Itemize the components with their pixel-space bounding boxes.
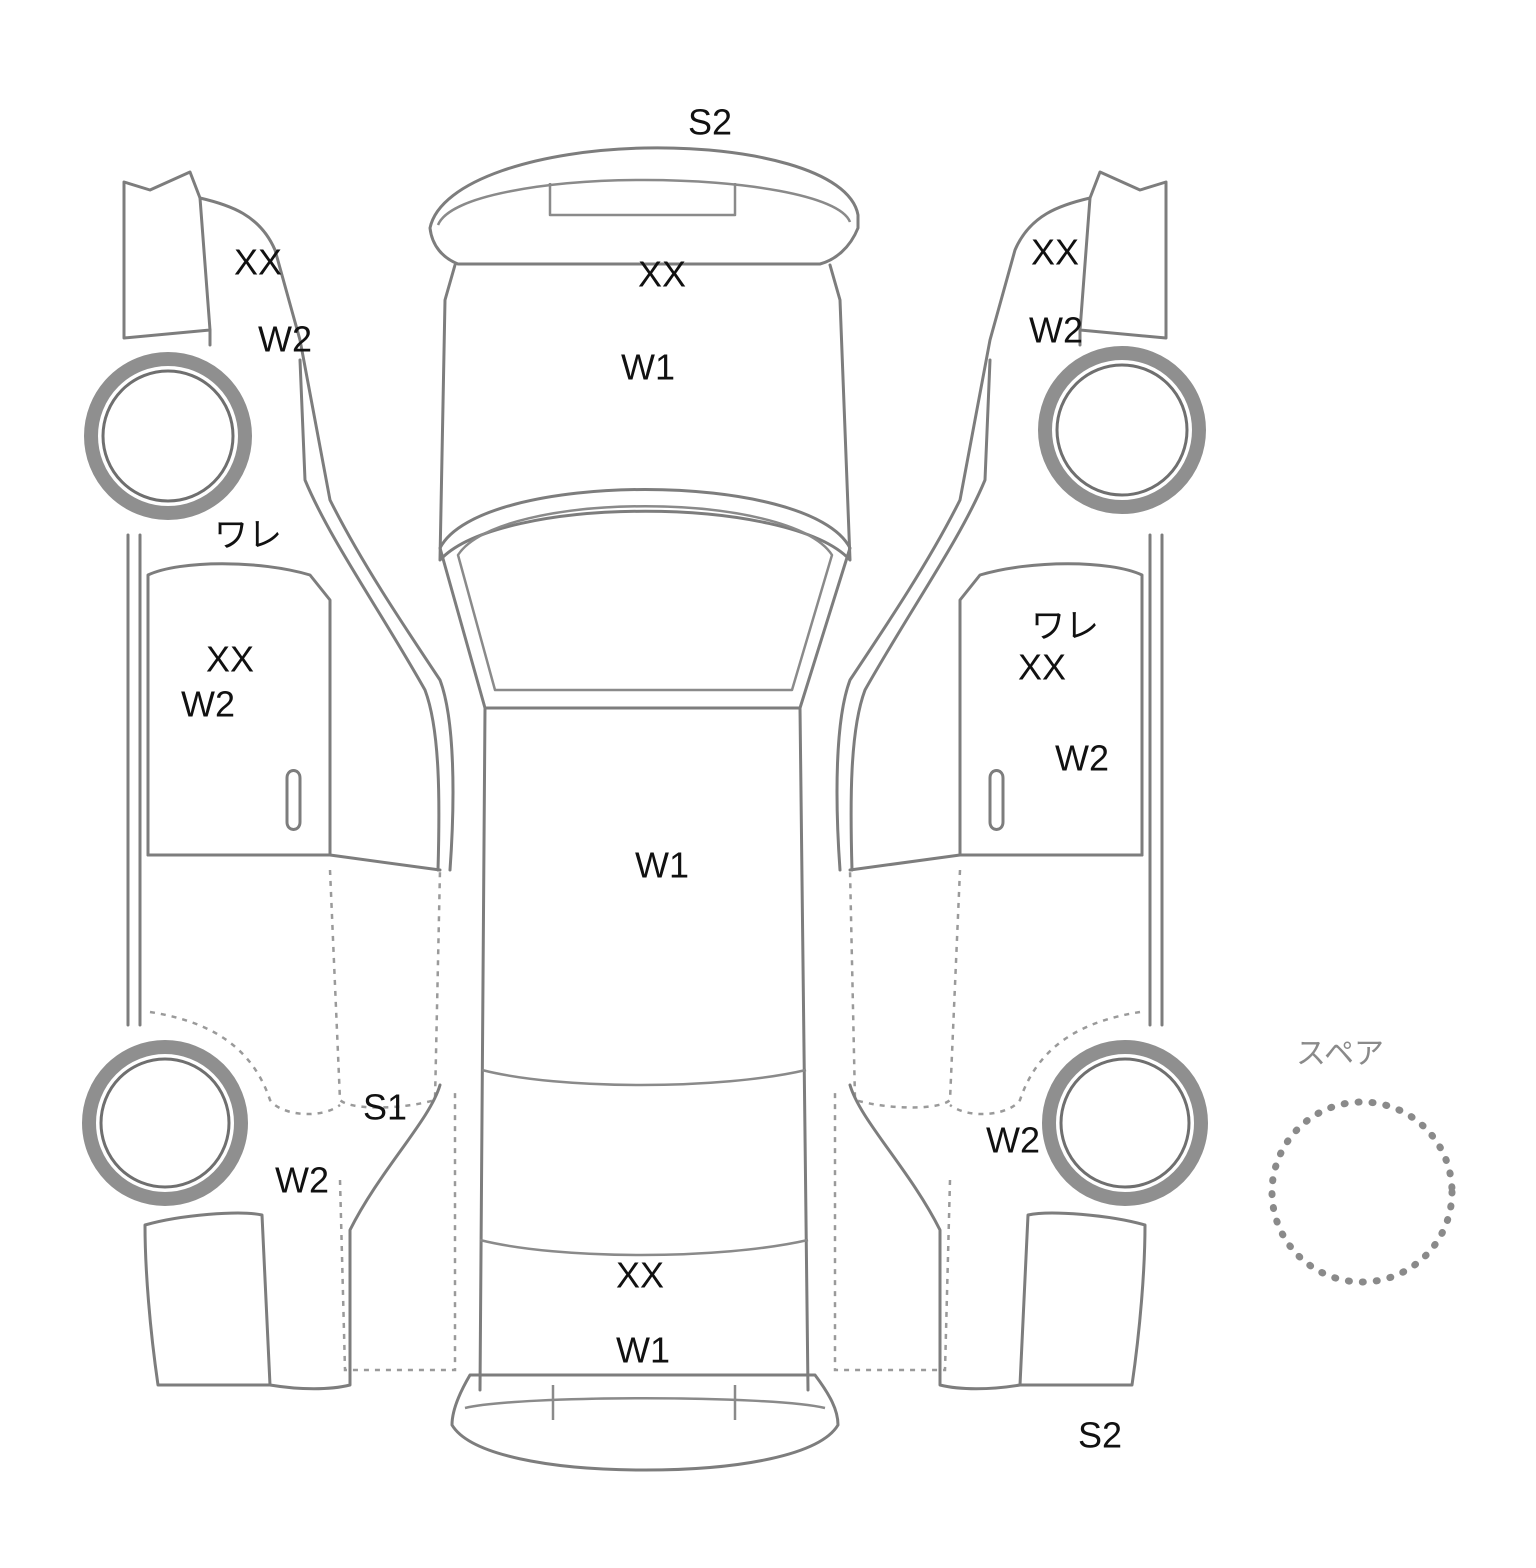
- mark-left-pillar: ワレ: [214, 516, 282, 556]
- car-top-view: [428, 146, 860, 1472]
- mark-left-front-fender-low: W2: [258, 319, 312, 360]
- mark-hood-2: W1: [621, 347, 675, 388]
- mark-right-front-fender-1: XX: [1031, 232, 1079, 273]
- left-front-bumper: [122, 170, 212, 340]
- roof-outline: [478, 706, 810, 1392]
- front-bumper-outline: [428, 146, 860, 266]
- left-front-tire: [84, 352, 252, 520]
- windshield-inner: [456, 505, 834, 692]
- front-bumper-grille: [548, 183, 737, 217]
- left-mid-line: [146, 853, 442, 872]
- rear-window-line: [481, 1068, 807, 1087]
- spare-tire: スペア: [1268, 1037, 1456, 1286]
- mark-left-rear-quarter: W2: [275, 1160, 329, 1201]
- mark-rear-bumper-top: S2: [688, 102, 732, 143]
- left-rear-quarter-dashed: [338, 1090, 457, 1372]
- left-sill-dashed: [149, 1010, 341, 1116]
- windshield-outline: [438, 488, 852, 710]
- mark-left-front-fender-top: XX: [234, 242, 282, 283]
- left-rear-tire: [82, 1040, 248, 1206]
- left-door-frame: [126, 533, 142, 1027]
- mark-right-front-door-2: W2: [1055, 738, 1109, 779]
- left-rear-quarter: [268, 1083, 442, 1391]
- damage-marks: S2 XX W2 ワレ XX W2 S1 W2 XX W1 W1 XX W1 X…: [181, 102, 1122, 1456]
- left-rear-door-dashed: [328, 869, 442, 1109]
- car-right-side-view: [833, 170, 1208, 1391]
- front-bumper-inner: [436, 178, 852, 226]
- trunk-line: [479, 1238, 809, 1257]
- left-front-rim: [101, 369, 235, 503]
- mark-right-rear-bumper: S2: [1078, 1415, 1122, 1456]
- left-fender-line: [198, 196, 455, 872]
- mark-left-sill: S1: [363, 1087, 407, 1128]
- mark-right-rear-quarter: W2: [986, 1120, 1040, 1161]
- mark-roof: W1: [635, 845, 689, 886]
- rear-bumper-plate: [551, 1385, 737, 1420]
- mark-left-front-door-2: W2: [181, 684, 235, 725]
- left-front-door: [146, 562, 332, 857]
- left-door-handle: [285, 769, 302, 831]
- left-rear-bumper: [143, 1211, 272, 1387]
- mark-trunk-1: XX: [616, 1255, 664, 1296]
- mark-right-front-fender-2: W2: [1029, 310, 1083, 351]
- mark-left-front-door-1: XX: [206, 639, 254, 680]
- car-left-side-view: [82, 170, 457, 1391]
- mark-hood-1: XX: [638, 254, 686, 295]
- spare-label: スペア: [1296, 1037, 1384, 1072]
- spare-tire-circle: [1268, 1098, 1456, 1286]
- left-rear-rim: [99, 1057, 231, 1189]
- mark-right-front-door-1: XX: [1018, 647, 1066, 688]
- mark-trunk-2: W1: [616, 1330, 670, 1371]
- mark-right-pillar: ワレ: [1031, 607, 1099, 647]
- hood-outline: [438, 263, 852, 562]
- rear-bumper-inner: [464, 1397, 826, 1410]
- rear-bumper-outline: [450, 1373, 840, 1472]
- left-fender-line-2: [208, 328, 441, 872]
